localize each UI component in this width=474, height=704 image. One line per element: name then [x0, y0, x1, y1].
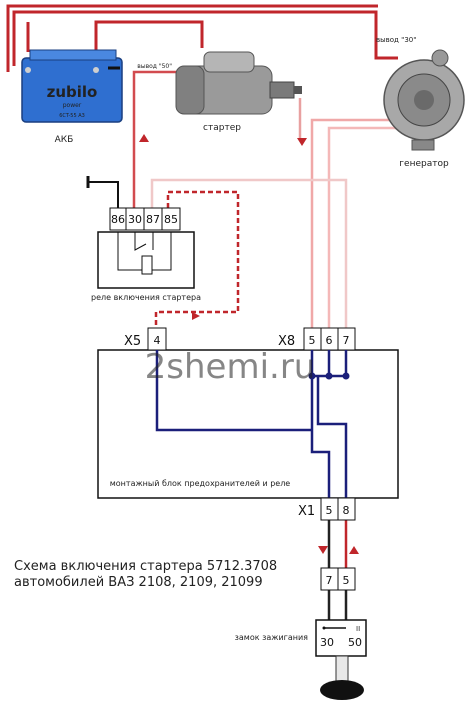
battery-brand: zubilo	[47, 83, 98, 101]
starter-control-wire	[154, 190, 240, 328]
flow-arrows	[139, 134, 359, 554]
fuse-block-label: монтажный блок предохранителей и реле	[110, 479, 291, 488]
generator-terminal-label: вывод "30"	[376, 36, 416, 44]
x8-pin-7: 7	[343, 334, 350, 347]
relay-label: реле включения стартера	[91, 293, 201, 302]
key-shaft	[335, 655, 349, 683]
x8-pin-5: 5	[309, 334, 316, 347]
generator: вывод "30" генератор	[376, 36, 465, 169]
ignition-wires	[327, 520, 348, 620]
key-icon	[320, 680, 364, 700]
starter-terminal-label: вывод "50"	[137, 63, 172, 70]
starter-label: стартер	[203, 123, 241, 133]
ignition-connector-pin-7: 7	[326, 574, 333, 587]
arrow-down-x1-icon	[318, 546, 328, 554]
ground-wire	[86, 176, 119, 208]
caption-line-2: автомобилей ВАЗ 2108, 2109, 21099	[14, 575, 263, 590]
relay-coil	[141, 255, 153, 275]
battery-brand-sub: power	[63, 102, 82, 109]
caption-line-1: Схема включения стартера 5712.3708	[14, 559, 277, 574]
relay-pin-85: 85	[164, 213, 178, 226]
battery-terminal-negative-icon	[25, 67, 31, 73]
battery: zubilo power 6CT-55 A3 АКБ	[21, 49, 123, 145]
arrow-right-dashed-icon	[192, 312, 200, 320]
generator-label: генератор	[399, 159, 449, 169]
watermark: 2shemi.ru	[145, 347, 316, 387]
fuse-block: X5 4 X8 5 6 7 монтажный блок предохранит…	[97, 327, 399, 521]
battery-model: 6CT-55 A3	[59, 113, 85, 119]
battery-terminal-positive-icon	[93, 67, 99, 73]
starter-relay: 86 30 87 85 реле включения стартера	[91, 207, 201, 302]
internal-wiring	[155, 350, 348, 498]
starter-solenoid	[203, 51, 255, 73]
arrow-down-generator-icon	[297, 138, 307, 146]
x1-label: X1	[298, 504, 315, 519]
x5-label: X5	[124, 334, 141, 349]
relay-pin-87: 87	[146, 213, 160, 226]
x1-pin-5: 5	[326, 504, 333, 517]
x8-label: X8	[278, 334, 295, 349]
x1-pin-8: 8	[343, 504, 350, 517]
ignition-switch: 7 5 II 30 50 замок зажигания	[235, 567, 367, 700]
battery-label: АКБ	[55, 135, 74, 145]
x8-pin-6: 6	[326, 334, 333, 347]
starter: вывод "50" стартер	[137, 51, 302, 133]
arrow-up-x1-icon	[349, 546, 359, 554]
ignition-switch-pos: II	[356, 625, 360, 633]
arrow-up-relay-icon	[139, 134, 149, 142]
ignition-label: замок зажигания	[235, 633, 309, 642]
battery-wires	[6, 4, 398, 72]
ignition-switch-pin-30: 30	[320, 636, 334, 649]
relay-power-wire	[132, 70, 178, 208]
relay-pin-30: 30	[128, 213, 142, 226]
relay-pin-86: 86	[111, 213, 125, 226]
ignition-connector-pin-5: 5	[343, 574, 350, 587]
x5-pin-4: 4	[154, 334, 161, 347]
ignition-switch-pin-50: 50	[348, 636, 362, 649]
